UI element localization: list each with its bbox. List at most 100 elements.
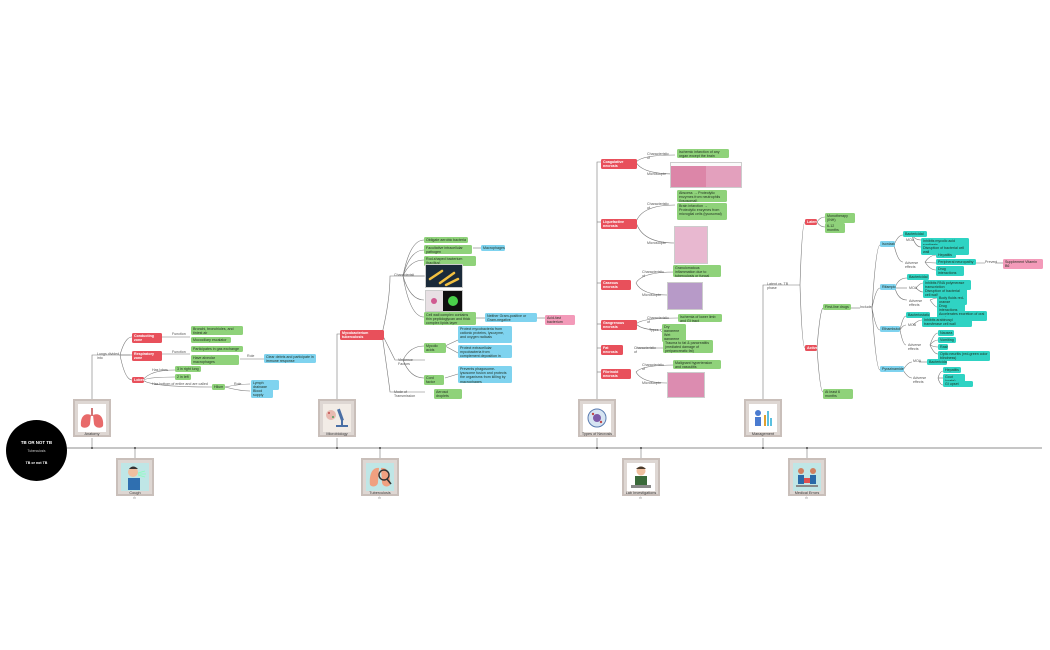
conducting-zone-node[interactable]: Conducting zone <box>132 333 162 344</box>
case-micro-image <box>667 282 703 310</box>
microbiology-title-node[interactable]: Mycobacterium tuberculosis <box>340 330 384 341</box>
prevent-label: Prevent <box>985 260 997 264</box>
collapse-toggle-icon[interactable]: ⊖ <box>639 496 642 500</box>
pyr-adverse-item-3[interactable]: GI upset <box>943 381 973 388</box>
first-line-node[interactable]: First-line drugs <box>823 304 851 311</box>
mycolic-node[interactable]: Mycolic acids <box>424 343 446 354</box>
active-node[interactable]: Active <box>805 345 817 352</box>
coag-char-node[interactable]: Ischemic infarction of any organ except … <box>677 149 729 158</box>
pyr-adverse-item-1[interactable]: Hepatitis <box>943 367 961 374</box>
iso-adverse-item-3[interactable]: Drug interactions <box>936 266 964 277</box>
rifampicin-node[interactable]: Rifampicin <box>880 284 896 291</box>
rif-moa-item-1[interactable]: Bactericidal <box>907 274 929 281</box>
iso-adverse-item-2[interactable]: Peripheral neuropathy <box>936 259 976 266</box>
anatomy-connector: Lungs divided into <box>97 352 120 361</box>
char-item-1[interactable]: Obligate aerobic bacteria <box>424 237 468 244</box>
iso-adverse-item-1[interactable]: Hepatitis <box>936 252 956 259</box>
topic-microbiology[interactable] <box>318 399 356 437</box>
rif-adverse-item-1[interactable]: Body fluids red-orange <box>937 295 967 306</box>
lobes-has-label: Has lobes <box>152 368 168 372</box>
duration-node[interactable]: At least 6 months <box>823 389 853 400</box>
collapse-toggle-icon[interactable]: ⊖ <box>378 496 381 500</box>
fib-char-node[interactable]: Malignant hypertension and vasculitis <box>673 360 721 369</box>
topic-medical-errors[interactable] <box>788 458 826 496</box>
gang-char-node[interactable]: Ischemia of lower limb and GI tract <box>678 314 722 322</box>
cord-text-2[interactable]: Prevents phagosome-lysosome fusion and p… <box>458 366 512 383</box>
lobes-item-2[interactable]: 2 in left <box>175 374 191 381</box>
liq-item-1[interactable]: Abscess → Proteolytic enzymes from neutr… <box>677 190 727 202</box>
latent-node[interactable]: Latent <box>805 219 817 226</box>
liq-item-2[interactable]: Brain infarction → Proteolytic enzymes f… <box>677 203 727 220</box>
collapse-toggle-icon[interactable]: ⊖ <box>805 496 808 500</box>
eth-moa-item-2[interactable]: Inhibits arabinosyl transferase cell wal… <box>922 317 972 327</box>
virulence-label: Virulence Factors <box>398 358 413 367</box>
case-char-label: Characteristic of <box>642 270 664 279</box>
caseous-node[interactable]: Caseous necrosis <box>601 280 631 291</box>
cord-text[interactable]: Protect extracellular mycobacteria from … <box>458 345 512 358</box>
acid-fast-node[interactable]: Acid-fast bacterium <box>545 315 575 326</box>
respiratory-zone-node[interactable]: Respiratory zone <box>132 351 162 362</box>
conducting-item-2[interactable]: Mucociliary escalator <box>191 337 231 344</box>
topic-tuberculosis[interactable] <box>361 458 399 496</box>
macrophages-node[interactable]: Macrophages <box>481 245 505 252</box>
pyrazinamide-node[interactable]: Pyrazinamide <box>880 366 904 373</box>
lobes-item-1[interactable]: 3 in right lung <box>175 366 201 373</box>
lobes-node[interactable]: Lobes <box>132 377 144 384</box>
liquefactive-node[interactable]: Liquefactive necrosis <box>601 219 637 230</box>
hilum-role-label: Role <box>234 382 242 386</box>
rif-moa-item-3[interactable]: Disruption of bacterial cell wall <box>923 288 967 299</box>
topic-management[interactable] <box>744 399 782 437</box>
char-item-3[interactable]: Rod-shaped bacterium (bacillus) <box>424 256 476 267</box>
char-item-2[interactable]: Facultative intracellular pathogen <box>424 245 472 254</box>
gang-item-1[interactable]: Dry gangrene <box>662 324 686 335</box>
cord-node[interactable]: Cord factor <box>424 375 444 386</box>
gang-item-2[interactable]: Wet gangrene <box>662 332 686 343</box>
iso-moa-label: MOA <box>906 238 914 242</box>
hilum-node[interactable]: Hilum <box>212 384 225 391</box>
topic-lab-investigations-label: Lab Investigations <box>625 491 657 495</box>
topic-necrosis[interactable] <box>578 399 616 437</box>
iso-moa-item-3[interactable]: Disruption of bacterial cell wall <box>921 245 969 256</box>
eth-moa-item-1[interactable]: Bacteriostatic <box>906 312 930 319</box>
topic-lab-investigations[interactable] <box>622 458 660 496</box>
latent-item-2[interactable]: 6-12 months <box>825 223 845 234</box>
eth-adverse-item-4[interactable]: Optic neuritis (red-green color blindnes… <box>938 351 990 362</box>
ethambutol-node[interactable]: Ethambutol <box>880 326 900 333</box>
management-icon <box>755 410 772 426</box>
neither-gram-node[interactable]: Neither Gram-positive or Gram-negative <box>485 313 537 322</box>
eth-adverse-item-2[interactable]: Vomiting <box>938 337 956 344</box>
iso-moa-item-1[interactable]: Bactericidal <box>903 231 927 238</box>
respiratory-item-2[interactable]: Have alveolar macrophages <box>191 355 239 366</box>
eth-adverse-item-1[interactable]: Nausea <box>938 330 954 337</box>
fat-char-node[interactable]: Trauma to fat & pancreatitis (mediated d… <box>663 340 713 353</box>
topic-anatomy[interactable] <box>73 399 111 437</box>
conducting-item-1[interactable]: Bronchi, bronchioles, and tiniest air <box>191 326 243 335</box>
pyr-adverse-label: Adverse effects <box>913 376 927 385</box>
fibrinoid-node[interactable]: Fibrinoid necrosis <box>601 369 631 380</box>
hilum-item-2[interactable]: Blood supply <box>251 388 273 399</box>
topic-cough[interactable] <box>116 458 154 496</box>
pyr-moa-item-1[interactable]: Bactericidal <box>927 359 947 366</box>
collapse-toggle-icon[interactable]: ⊖ <box>133 496 136 500</box>
fat-char-label: Characteristic of <box>634 346 656 355</box>
hilum-item-1[interactable]: Lymph drainage <box>251 380 279 391</box>
fat-necrosis-node[interactable]: Fat necrosis <box>601 345 623 356</box>
vitb6-node[interactable]: Supplement Vitamin B6 <box>1003 259 1043 270</box>
isoniazid-node[interactable]: Isoniazid <box>880 241 895 248</box>
respiratory-item-1[interactable]: Participates in gas exchange <box>191 346 243 353</box>
gangrenous-node[interactable]: Gangrenous necrosis <box>601 320 637 331</box>
case-char-node[interactable]: Granulomatous inflammation due to tuberc… <box>673 265 721 277</box>
liq-micro-label: Microscopic <box>647 241 666 245</box>
aerosol-node[interactable]: Aerosol droplets <box>434 389 462 400</box>
rif-moa-item-2[interactable]: Inhibits RNA polymerase transcription <box>923 280 971 291</box>
rif-adverse-item-2[interactable]: Drug interactions <box>937 303 965 314</box>
topic-tuberculosis-label: Tuberculosis <box>369 491 391 495</box>
cell-wall-node[interactable]: Cell wall complex contains thin peptidog… <box>424 312 476 325</box>
coagulative-node[interactable]: Coagulative necrosis <box>601 159 637 170</box>
mycolic-text[interactable]: Protect mycobacteria from cationic prote… <box>458 326 512 343</box>
include-label: Include <box>860 305 872 309</box>
root-topic[interactable]: TB OR NOT TB Tuberculosis TB or not TB <box>6 420 67 481</box>
eth-adverse-item-3[interactable]: Rash <box>938 344 948 351</box>
respiratory-role-text[interactable]: Clear debris and participate in immune r… <box>264 354 316 363</box>
latent-item-1[interactable]: Monotherapy (INH) <box>825 213 855 224</box>
